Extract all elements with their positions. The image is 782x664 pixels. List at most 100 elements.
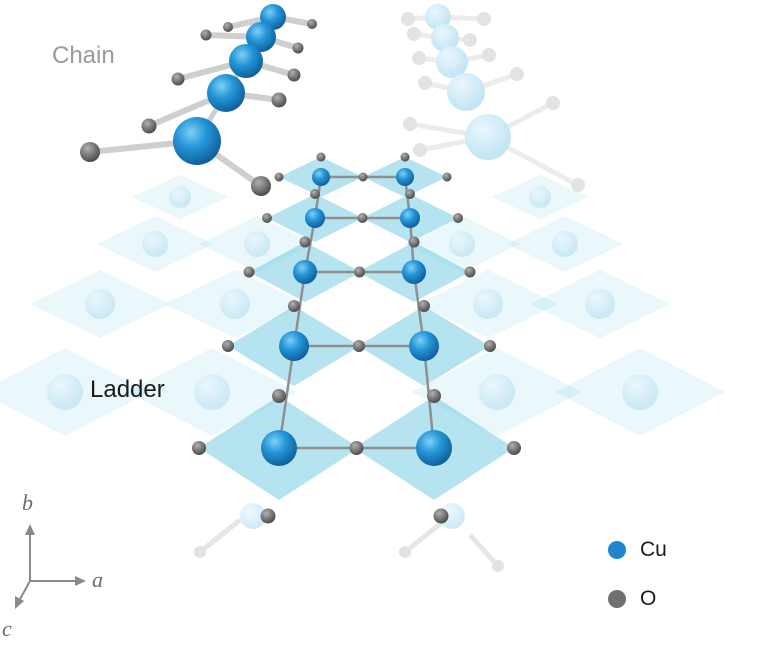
faded-cu-atom: [622, 374, 658, 410]
cu-atom: [261, 430, 297, 466]
c-axis-label: c: [2, 616, 12, 641]
faded-cu-atom: [439, 503, 465, 529]
o-atom: [288, 300, 300, 312]
o-atom: [274, 172, 284, 182]
o-atom: [405, 189, 415, 199]
cu-atom: [409, 331, 439, 361]
o-atom: [349, 441, 364, 455]
faded-o-atom: [403, 117, 417, 131]
faded-cu-atom: [169, 186, 191, 208]
o-atom: [272, 389, 286, 403]
faded-o-atom: [492, 560, 504, 572]
faded-cu-atom: [220, 289, 250, 319]
chain-structure: [80, 4, 317, 196]
b-axis-label: b: [22, 490, 33, 515]
o-atom: [310, 189, 320, 199]
o-atom: [243, 266, 255, 278]
ladder-structure: [192, 152, 521, 524]
o-atom: [418, 300, 430, 312]
cu-atom: [396, 168, 414, 186]
chain-label: Chain: [52, 42, 115, 69]
cu-atom: [416, 430, 452, 466]
faded-cu-atom: [425, 4, 451, 30]
o-atom: [287, 68, 301, 82]
cu-atom: [246, 22, 276, 52]
faded-cu-atom: [552, 231, 578, 257]
faded-chain: [401, 4, 585, 192]
faded-o-atom: [407, 27, 421, 41]
o-atom: [260, 508, 276, 524]
o-atom: [353, 340, 365, 352]
o-atom: [223, 22, 233, 32]
o-atom: [427, 389, 441, 403]
cu-atom: [312, 168, 330, 186]
faded-bond: [403, 518, 447, 554]
cu-atom: [293, 260, 317, 284]
faded-cu-atom: [47, 374, 83, 410]
o-atom: [484, 340, 496, 352]
faded-o-atom: [194, 546, 206, 558]
faded-cu-atom: [194, 374, 230, 410]
o-swatch-icon: [608, 590, 626, 608]
o-atom: [453, 213, 463, 223]
faded-cu-atom: [431, 24, 459, 52]
o-atom: [222, 340, 234, 352]
ladder-label: Ladder: [90, 376, 165, 403]
cu-atom: [173, 117, 221, 165]
faded-o-atom: [413, 143, 427, 157]
faded-cu-atom: [244, 231, 270, 257]
faded-bond: [468, 533, 500, 568]
o-atom: [171, 72, 185, 86]
faded-o-atom: [463, 33, 477, 47]
a-axis-arrow-icon: [75, 576, 86, 586]
o-atom: [316, 152, 326, 162]
a-axis-label: a: [92, 567, 103, 592]
o-atom: [358, 172, 368, 182]
faded-cu-atom: [436, 46, 468, 78]
legend-label-o: O: [640, 587, 657, 610]
faded-o-atom: [546, 96, 560, 110]
cu-atom: [400, 208, 420, 228]
o-atom: [464, 266, 476, 278]
axes-indicator: [15, 524, 86, 609]
o-atom: [307, 19, 317, 29]
o-atom: [400, 152, 410, 162]
cu-atom: [229, 44, 263, 78]
o-atom: [141, 118, 157, 134]
o-atom: [442, 172, 452, 182]
o-atom: [354, 266, 365, 278]
faded-o-atom: [477, 12, 491, 26]
o-atom: [292, 42, 304, 54]
o-atom: [299, 236, 311, 248]
faded-o-atom: [482, 48, 496, 62]
o-atom: [251, 176, 271, 196]
faded-cu-atom: [465, 114, 511, 160]
o-atom: [271, 92, 287, 108]
o-atom: [408, 236, 420, 248]
o-atom: [262, 213, 272, 223]
faded-cu-atom: [85, 289, 115, 319]
faded-cu-atom: [473, 289, 503, 319]
faded-o-atom: [401, 12, 415, 26]
faded-cu-atom: [449, 231, 475, 257]
faded-cu-atom: [479, 374, 515, 410]
faded-bond: [198, 518, 242, 554]
o-atom: [357, 213, 368, 223]
faded-cu-atom: [529, 186, 551, 208]
b-axis-arrow-icon: [25, 524, 35, 535]
o-atom: [433, 508, 449, 524]
o-atom: [192, 441, 206, 455]
faded-cu-atom: [585, 289, 615, 319]
faded-o-atom: [412, 51, 426, 65]
cu-atom: [279, 331, 309, 361]
faded-o-atom: [399, 546, 411, 558]
faded-o-atom: [510, 67, 524, 81]
o-atom: [507, 441, 521, 455]
background-ladder-layer: [0, 175, 725, 572]
o-atom: [200, 29, 212, 41]
faded-cu-atom: [142, 231, 168, 257]
cu-swatch-icon: [608, 541, 626, 559]
cu-atom: [207, 74, 245, 112]
c-axis-arrow-icon: [15, 596, 24, 609]
